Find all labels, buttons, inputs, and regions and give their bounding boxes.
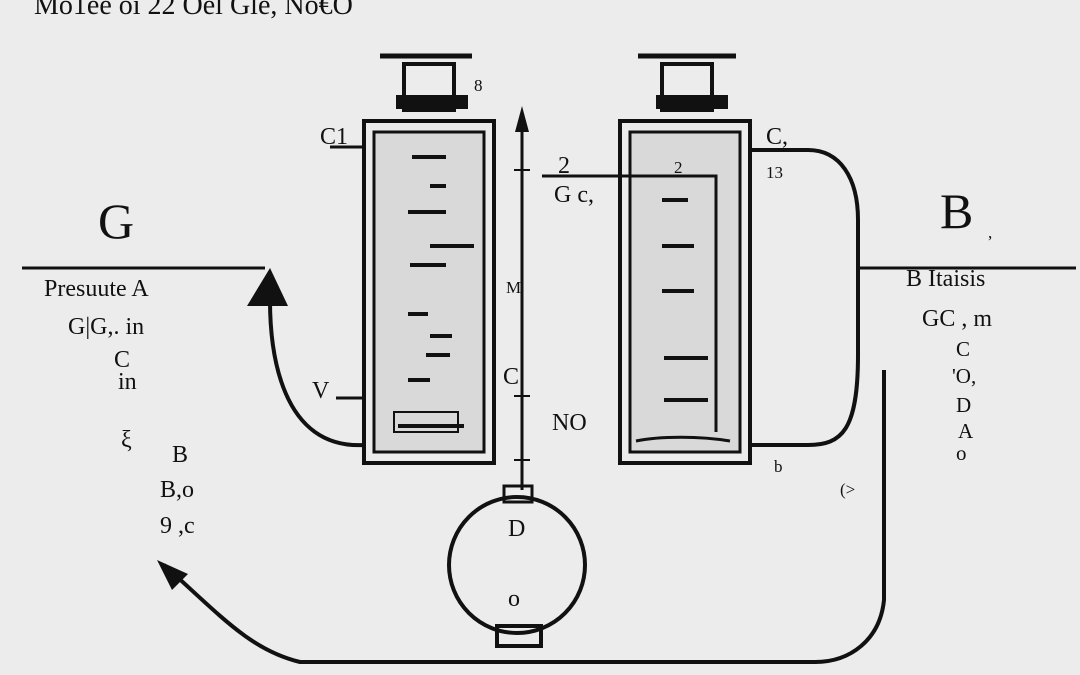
label-2: 2	[558, 153, 570, 179]
central-arrowhead	[515, 106, 529, 132]
label-gc-m: GC , m	[922, 306, 992, 332]
label-right-o2: o	[956, 441, 967, 465]
label-m-mid: M	[506, 278, 521, 297]
label-right-top-2: 2	[674, 158, 683, 177]
label-c1-left: C1	[320, 124, 348, 150]
label-right-d: D	[956, 393, 971, 417]
label-no: NO	[552, 410, 587, 436]
label-right-c: C	[956, 337, 970, 361]
bottom-left-arrowhead	[157, 560, 188, 590]
label-gc: G c,	[554, 182, 594, 208]
label-left-squiggle: ξ	[121, 427, 132, 453]
right-graduated-tube	[542, 53, 752, 465]
label-d-flask: D	[508, 516, 525, 542]
left-flow-arrow	[268, 299, 366, 448]
label-small-b: b	[774, 457, 783, 476]
label-arrow-mark: (>	[840, 480, 855, 499]
label-left-c: C	[114, 347, 130, 373]
label-b-itaisis: B Itaisis	[906, 266, 985, 292]
label-left-in: in	[118, 369, 137, 395]
left-arrowhead	[247, 268, 288, 306]
label-left-b-o: B,o	[160, 477, 194, 503]
label-v: V	[312, 378, 330, 404]
label-left-b: B	[172, 442, 188, 468]
diagram-title: Mo1ee oi 22 Oel Gle, No€O	[34, 0, 353, 21]
round-flask-icon	[447, 484, 587, 648]
label-13: 13	[766, 163, 783, 182]
label-right-o: 'O,	[952, 364, 976, 388]
left-graduated-tube	[330, 53, 496, 465]
label-o-flask: o	[508, 586, 520, 612]
label-c1-right: C,	[766, 124, 788, 150]
label-left-9c: 9 ,c	[160, 513, 195, 539]
label-right-a: A	[958, 419, 974, 443]
label-c-mid: C	[503, 364, 519, 390]
label-pressure-a: Presuute A	[44, 276, 149, 302]
label-b: B	[940, 183, 973, 239]
label-b-dot: ,	[988, 223, 992, 242]
right-return-pipe	[750, 148, 860, 447]
label-gg-in: G|G,. in	[68, 314, 144, 340]
bottom-return-loop	[162, 370, 886, 664]
label-g: G	[98, 193, 134, 249]
label-cap-mark: 8	[474, 76, 483, 95]
